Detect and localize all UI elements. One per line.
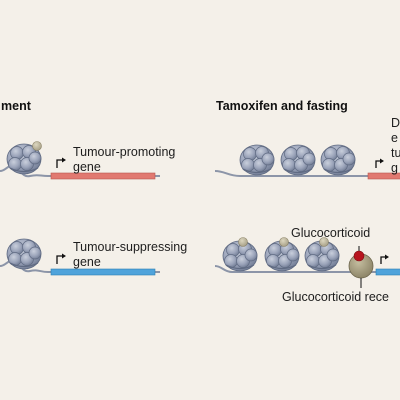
- right-bottom-tss-arrow: [380, 256, 386, 264]
- left-top-small-protein: [32, 141, 42, 151]
- tumour-suppressing-label-line1: Tumour-suppressing: [73, 240, 188, 254]
- right-top-label-line2: e: [391, 131, 398, 145]
- tumour-suppressing-label-line2: gene: [73, 255, 101, 269]
- right-top-nucleosomes: [239, 144, 356, 176]
- left-top-tss-arrow: [56, 159, 63, 168]
- right-bottom-small-protein-2: [279, 237, 289, 247]
- right-top-dna: [214, 170, 400, 177]
- tumour-promoting-label-line2: gene: [73, 160, 101, 174]
- tumour-promoting-gene-bar: [50, 172, 156, 180]
- right-top-label-line1: D: [391, 116, 400, 130]
- glucocorticoid-molecule: [353, 250, 365, 262]
- glucocorticoid-receptor-label: Glucocorticoid rece: [282, 290, 389, 304]
- left-bottom-nucleosome: [6, 238, 42, 270]
- right-bottom-small-protein-1: [238, 237, 248, 247]
- left-bottom-tss-arrow: [56, 255, 63, 264]
- tumour-suppressing-gene-bar: [50, 268, 156, 276]
- right-top-tss-arrow: [375, 160, 381, 168]
- left-heading: ment: [1, 99, 31, 113]
- right-bottom-small-protein-3: [319, 237, 329, 247]
- glucocorticoid-label: Glucocorticoid: [291, 226, 371, 240]
- right-top-label-line3: tu: [391, 146, 400, 160]
- right-bottom-dna: [214, 265, 400, 273]
- tumour-promoting-label-line1: Tumour-promoting: [73, 145, 176, 159]
- right-top-gene-bar: [367, 172, 400, 180]
- right-heading: Tamoxifen and fasting: [216, 99, 348, 113]
- right-bottom-gene-bar: [375, 268, 400, 276]
- right-top-label-line4: g: [391, 161, 398, 175]
